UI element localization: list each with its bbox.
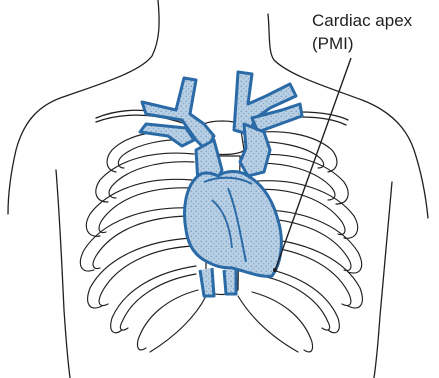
left-arm-line (56, 170, 70, 378)
left-shoulder-line (8, 0, 159, 214)
inferior-vena-cava (200, 268, 214, 296)
left-costal-margin (150, 296, 206, 352)
right-arm-line (374, 182, 392, 378)
cardiac-apex-label-line2: (PMI) (312, 32, 412, 55)
descending-aorta (224, 270, 236, 294)
cardiac-apex-label: Cardiac apex (PMI) (312, 9, 412, 55)
aortic-arch (240, 124, 270, 176)
heart (185, 172, 282, 297)
left-subclavian-vessel (140, 124, 194, 146)
right-costal-margin (238, 296, 298, 352)
heart-body (185, 172, 282, 277)
cardiac-apex-label-line1: Cardiac apex (312, 9, 412, 32)
cardiac-apex-marker (273, 268, 277, 272)
